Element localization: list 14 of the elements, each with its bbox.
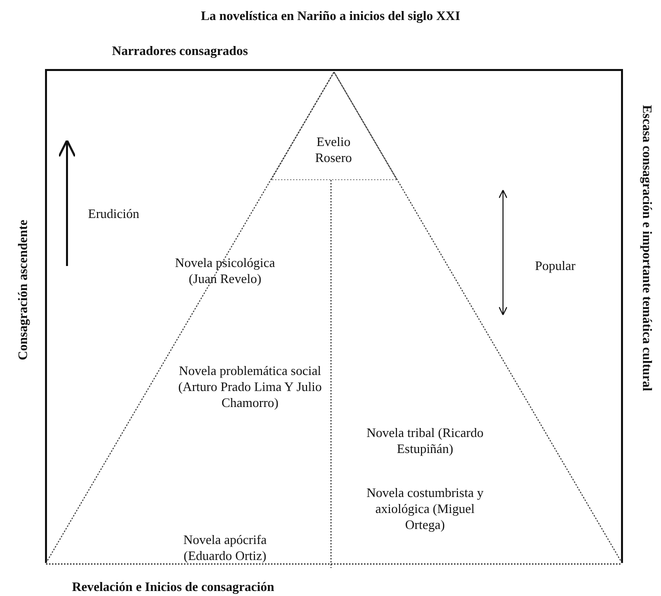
category-label: Novela tribal (Ricardo Estupiñán) [366, 425, 484, 457]
bottom-axis-label: Revelación e Inicios de consagración [72, 579, 274, 595]
side-axis-label: Consagración ascendente [15, 218, 31, 362]
arrow-label: Erudición [88, 206, 140, 222]
top-axis-label: Narradores consagrados [112, 43, 248, 59]
side-axis-label: Escasa consagración e importante temática cultural [639, 104, 655, 394]
arrow-label: Popular [535, 258, 576, 274]
category-label: Novela costumbrista y axiológica (Miguel Ortega) [366, 485, 484, 533]
category-label: Novela psicológica (Juan Revelo) [174, 255, 276, 287]
category-label: Novela apócrifa (Eduardo Ortiz) [182, 532, 268, 564]
apex-triangle [271, 72, 397, 180]
category-label: Novela problemática social (Arturo Prado Lima Y Julio Chamorro) [177, 363, 323, 411]
diagram-title: La novelística en Nariño a inicios del siglo XXI [200, 8, 462, 24]
node-text: Evelio Rosero [314, 134, 353, 166]
